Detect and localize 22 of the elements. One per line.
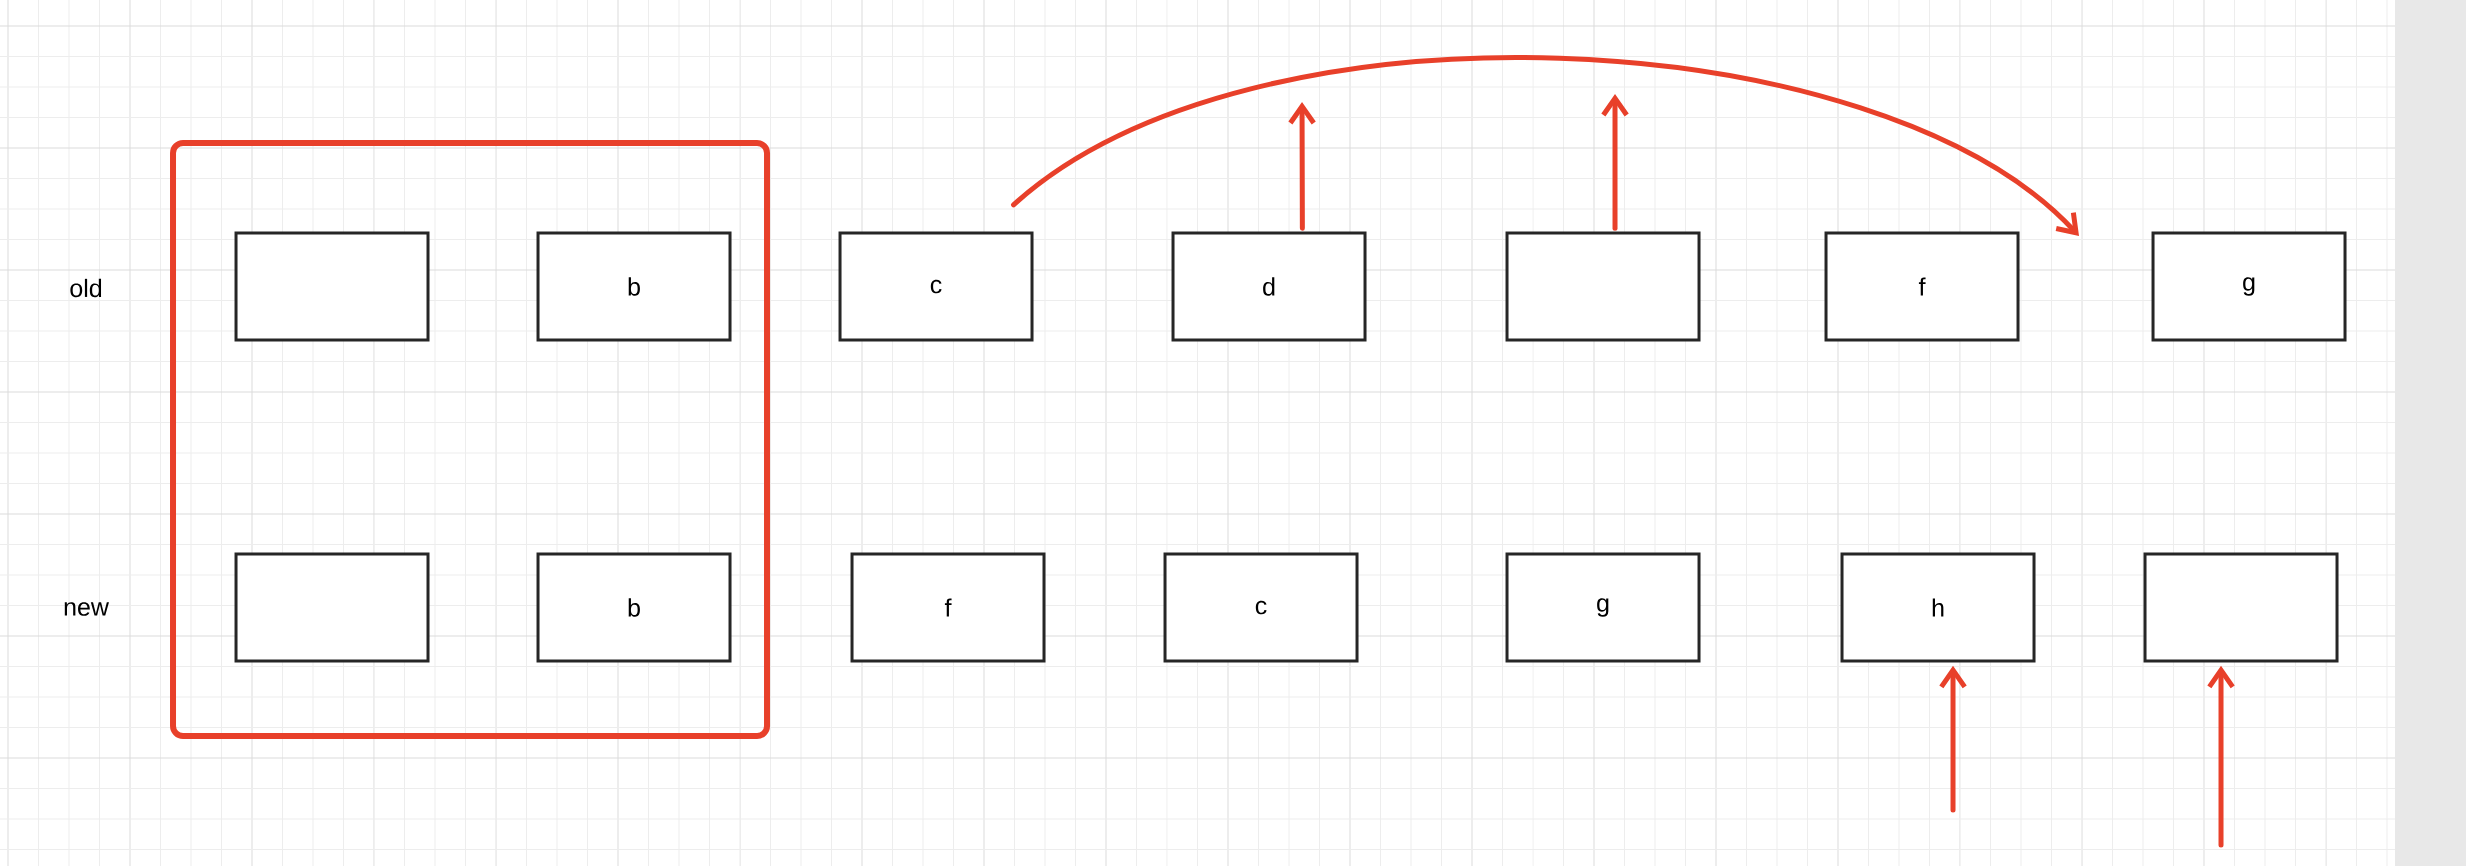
list-item-box: h [1840, 552, 2036, 663]
list-item-box [2143, 552, 2339, 663]
list-item-box: f [1824, 231, 2020, 342]
arrow [2207, 665, 2235, 848]
list-item-box: g [1505, 552, 1701, 663]
list-item-box: b [536, 231, 732, 342]
list-item-box [234, 231, 430, 342]
list-item-box [234, 552, 430, 663]
row-label: old [70, 278, 102, 298]
arrow [1288, 102, 1316, 231]
list-item-box: c [838, 231, 1034, 342]
arrow [1011, 55, 2080, 236]
list-item-box [1505, 231, 1701, 342]
arrow [1601, 94, 1629, 231]
row-label: new [64, 602, 109, 616]
list-item-box: d [1171, 231, 1367, 342]
list-item-box: c [1163, 552, 1359, 663]
group-frame [170, 140, 770, 739]
list-item-box: g [2151, 231, 2347, 342]
list-item-box: f [850, 552, 1046, 663]
list-item-box: b [536, 552, 732, 663]
arrow [1939, 665, 1967, 813]
